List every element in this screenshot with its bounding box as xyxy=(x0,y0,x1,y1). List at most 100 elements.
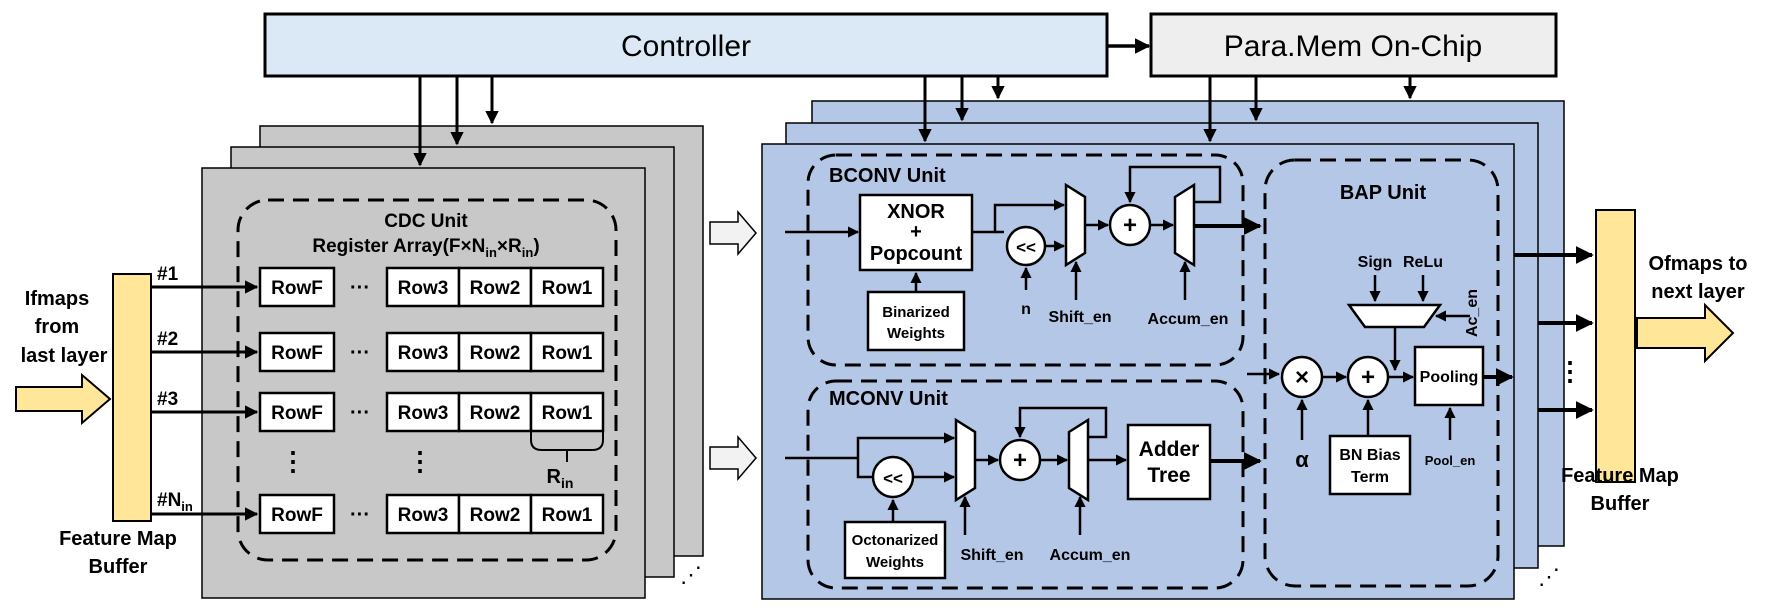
svg-text:Row3: Row3 xyxy=(398,278,449,299)
ofmaps-label-1: Ofmaps to xyxy=(1649,253,1748,275)
svg-text:+: + xyxy=(1123,212,1137,239)
ifmaps-label-1: Ifmaps xyxy=(25,288,89,310)
octonarized-weights-box xyxy=(843,520,947,580)
binarized-weights-box xyxy=(866,290,966,352)
n-label: n xyxy=(1021,301,1031,318)
svg-text:Row2: Row2 xyxy=(470,505,521,526)
row-vdots-left: ⋮ xyxy=(280,446,306,476)
svg-text:Row3: Row3 xyxy=(398,505,449,526)
cdc-register-array-label: Register Array(F×Nin×Rin) xyxy=(312,236,539,260)
svg-text:···: ··· xyxy=(350,342,370,364)
svg-text:Row3: Row3 xyxy=(398,403,449,424)
svg-text:Binarized: Binarized xyxy=(882,304,950,321)
svg-text:<<: << xyxy=(1016,238,1036,257)
alpha-label: α xyxy=(1295,447,1309,472)
svg-text:+: + xyxy=(910,221,922,243)
ifmaps-label-2: from xyxy=(35,316,79,338)
svg-text:<<: << xyxy=(883,469,903,488)
bconv-unit-box xyxy=(806,153,1245,367)
svg-text:RowF: RowF xyxy=(271,343,323,364)
mconv-shift-en: Shift_en xyxy=(960,547,1023,564)
register-row-1: RowF ··· Row3 Row2 Row1 xyxy=(258,266,605,308)
bconv-top-path xyxy=(972,199,1066,234)
channel-label-3: #3 xyxy=(157,389,178,410)
svg-text:+: + xyxy=(1361,364,1375,391)
transfer-arrow-bottom xyxy=(709,434,757,482)
svg-text:XNOR: XNOR xyxy=(887,201,945,223)
svg-text:RowF: RowF xyxy=(271,505,323,526)
bconv-feedback-loop xyxy=(1124,165,1222,204)
left-feature-map-buffer xyxy=(112,273,152,522)
sign-label: Sign xyxy=(1358,254,1393,271)
rin-label: Rin xyxy=(547,466,574,491)
channel-label-1: #1 xyxy=(157,264,179,285)
cdc-unit-box xyxy=(236,198,618,562)
mconv-shift-in-path xyxy=(856,458,872,479)
svg-text:Weights: Weights xyxy=(866,554,924,571)
para-mem-label: Para.Mem On-Chip xyxy=(1224,30,1482,63)
pooling-box xyxy=(1413,345,1485,407)
mconv-mux-1 xyxy=(954,417,977,503)
right-buffer-label-1: Feature Map xyxy=(1561,465,1679,487)
controller-box xyxy=(263,12,1109,78)
ifmaps-input-arrow xyxy=(15,372,112,426)
register-row-3: RowF ··· Row3 Row2 Row1 xyxy=(258,391,605,433)
right-feature-map-buffer xyxy=(1595,209,1636,483)
svg-text:Row3: Row3 xyxy=(398,343,449,364)
svg-text:Weights: Weights xyxy=(887,325,945,342)
mconv-top-path xyxy=(856,432,956,458)
ofmaps-label-2: next layer xyxy=(1651,281,1745,303)
svg-text:Term: Term xyxy=(1351,469,1389,486)
bconv-shift-en: Shift_en xyxy=(1048,309,1111,326)
svg-text:···: ··· xyxy=(350,504,370,526)
bn-bias-term-box xyxy=(1328,434,1412,496)
svg-text:+: + xyxy=(1013,447,1027,474)
channel-label-2: #2 xyxy=(157,329,178,350)
register-row-n: RowF ··· Row3 Row2 Row1 xyxy=(258,493,605,535)
ifmaps-label-3: last layer xyxy=(21,345,108,367)
left-buffer-label-2: Buffer xyxy=(89,556,148,578)
ac-en-label: Ac_en xyxy=(1464,289,1481,337)
channel-label-n: #Nin xyxy=(157,490,193,514)
svg-text:BN Bias: BN Bias xyxy=(1339,447,1400,464)
ofmaps-output-arrow xyxy=(1636,302,1735,364)
svg-text:Row1: Row1 xyxy=(542,403,593,424)
svg-text:Row2: Row2 xyxy=(470,278,521,299)
transfer-arrow-top xyxy=(709,209,757,257)
mconv-feedback-loop xyxy=(1014,406,1108,439)
svg-text:RowF: RowF xyxy=(271,278,323,299)
pe-stack-dots: ⋰ xyxy=(1538,564,1560,589)
register-row-2: RowF ··· Row3 Row2 Row1 xyxy=(258,331,605,373)
svg-text:Popcount: Popcount xyxy=(870,243,963,265)
svg-text:···: ··· xyxy=(350,277,370,299)
output-vdots: ⋮ xyxy=(1557,356,1583,386)
bconv-mux-1 xyxy=(1064,182,1087,268)
bap-unit-title: BAP Unit xyxy=(1340,182,1427,204)
svg-text:Tree: Tree xyxy=(1147,464,1190,487)
svg-text:Adder: Adder xyxy=(1139,438,1200,461)
relu-label: ReLu xyxy=(1403,254,1443,271)
svg-text:Row1: Row1 xyxy=(542,278,593,299)
svg-text:RowF: RowF xyxy=(271,403,323,424)
left-buffer-label-1: Feature Map xyxy=(59,528,177,550)
svg-text:Row1: Row1 xyxy=(542,343,593,364)
svg-text:×: × xyxy=(1295,364,1309,391)
controller-label: Controller xyxy=(621,30,751,63)
mconv-accum-en: Accum_en xyxy=(1050,547,1131,564)
bconv-mux-2 xyxy=(1173,182,1196,268)
svg-text:Octonarized: Octonarized xyxy=(852,532,939,549)
bconv-accum-en: Accum_en xyxy=(1148,311,1229,328)
cdc-unit-title: CDC Unit xyxy=(384,211,468,232)
mconv-unit-title: MCONV Unit xyxy=(829,388,948,410)
right-buffer-label-2: Buffer xyxy=(1591,493,1650,515)
svg-text:Row2: Row2 xyxy=(470,343,521,364)
bconv-unit-title: BCONV Unit xyxy=(829,165,946,187)
cdc-stack-dots: ⋰ xyxy=(680,562,702,587)
pooling-label: Pooling xyxy=(1420,369,1479,386)
activation-mux xyxy=(1346,303,1443,329)
mconv-unit-box xyxy=(806,379,1245,590)
mconv-mux-2 xyxy=(1067,417,1090,503)
row-vdots-mid: ⋮ xyxy=(407,446,433,476)
svg-text:···: ··· xyxy=(350,402,370,424)
